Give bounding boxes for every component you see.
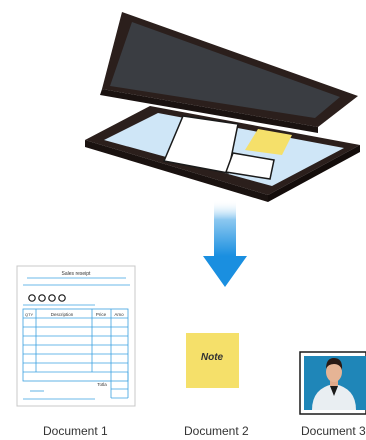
receipt-col-price: Price [96,312,107,317]
receipt-col-qty: QTY [25,312,34,317]
photo-document [300,352,366,414]
scan-arrow-icon [203,200,247,287]
receipt-title: Sales reseipt [62,271,92,277]
note-text: Note [201,352,224,363]
receipt-document: Sales reseipt [17,266,135,406]
receipt-col-amount: Amo [114,312,124,317]
scanner-lid-glass [110,22,340,118]
receipt-total-label: Totla [97,382,107,387]
flatbed-scanner [85,12,360,202]
sticky-note-document: Note [186,333,239,388]
receipt-col-description: Description [51,312,74,317]
